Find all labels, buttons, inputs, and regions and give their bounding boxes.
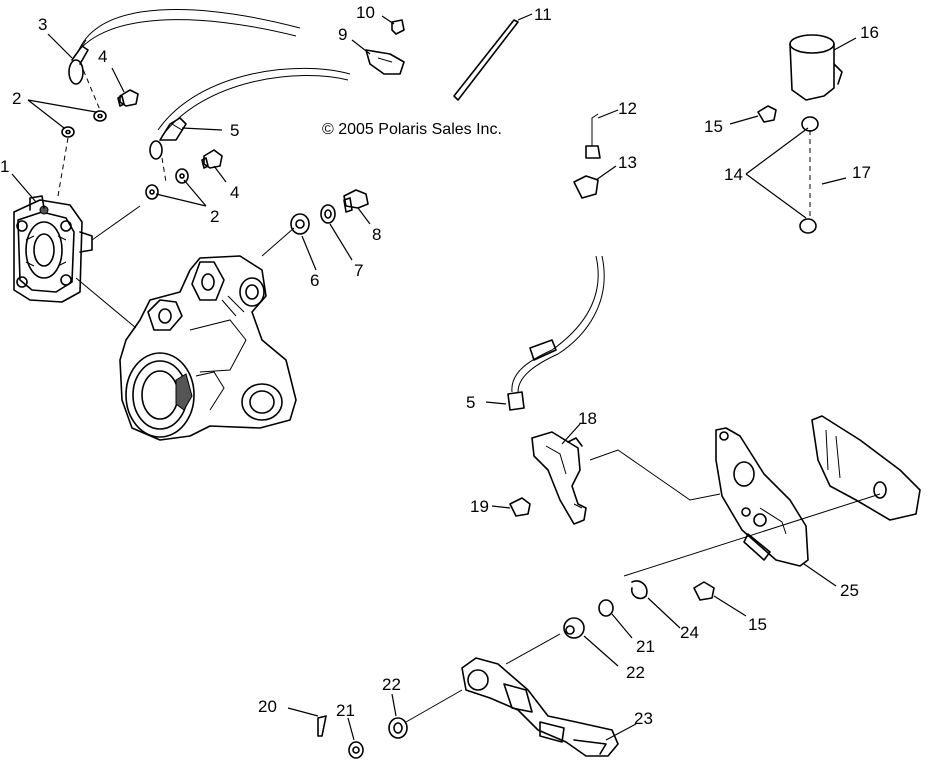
callout-15: 15: [704, 117, 723, 136]
washer-lower-pair: [145, 168, 189, 200]
knuckle-housing: [119, 255, 297, 441]
callout-22: 22: [626, 663, 645, 682]
brake-line-lower: [507, 255, 605, 411]
banjo-fitting: [68, 39, 89, 85]
callout-15: 15: [748, 615, 767, 634]
brake-line-upper: [71, 9, 351, 137]
callout-12: 12: [618, 99, 637, 118]
callout-4: 4: [230, 183, 239, 202]
callout-11: 11: [534, 5, 552, 24]
brake-pedal: [461, 657, 619, 757]
assembly-lines: [57, 61, 881, 723]
callout-23: 23: [634, 709, 653, 728]
leader-lines: [11, 13, 857, 741]
lock-washer: [320, 204, 336, 224]
washer-upper-pair: [61, 110, 107, 138]
callout-1: 1: [0, 157, 9, 176]
callout-25: 25: [840, 581, 859, 600]
banjo-bolt-lower: [201, 149, 223, 169]
pedal-bushing-lower: [388, 717, 408, 739]
callout-20: 20: [258, 697, 277, 716]
pedal-pin: [317, 715, 327, 737]
master-cylinder-bolt: [585, 113, 601, 159]
retaining-clip: [630, 580, 648, 600]
callout-labels: 1 2 3 4 5 2 4 6 7 8 9 10 11 12 13 14 15 …: [0, 3, 879, 728]
reservoir-screw: [757, 105, 777, 123]
callout-5: 5: [466, 393, 475, 412]
callout-4: 4: [98, 47, 107, 66]
cable-tie: [453, 19, 519, 101]
callout-2: 2: [12, 89, 21, 108]
callout-13: 13: [618, 153, 637, 172]
callout-2: 2: [210, 207, 219, 226]
callout-5: 5: [230, 121, 239, 140]
knuckle-bolt: [343, 189, 369, 213]
bracket-screw: [693, 581, 715, 601]
pedal-bushing-upper: [563, 617, 585, 639]
hose-clamps: [799, 116, 819, 234]
callout-10: 10: [356, 3, 375, 22]
callout-9: 9: [338, 25, 347, 44]
pedal-bracket: [715, 427, 809, 567]
callout-22: 22: [382, 675, 401, 694]
callout-7: 7: [354, 261, 363, 280]
switch-bolt: [509, 497, 531, 517]
line-clip: [365, 49, 405, 75]
callout-6: 6: [310, 271, 319, 290]
brake-caliper: [13, 195, 93, 303]
banjo-bolt-upper: [117, 89, 139, 107]
callout-21: 21: [336, 701, 355, 720]
callout-8: 8: [372, 225, 381, 244]
knuckle-washer: [290, 213, 310, 235]
brake-switch: [531, 431, 587, 525]
brake-fluid-reservoir: [789, 34, 843, 101]
banjo-fitting-caliper: [149, 117, 187, 160]
copyright-notice: © 2005 Polaris Sales Inc.: [322, 121, 502, 138]
callout-21: 21: [636, 637, 655, 656]
callout-3: 3: [38, 15, 47, 34]
callout-14: 14: [724, 165, 743, 184]
callout-24: 24: [680, 623, 699, 642]
callout-19: 19: [470, 497, 489, 516]
callout-18: 18: [578, 409, 597, 428]
frame-mount: [811, 415, 921, 521]
pedal-washer-upper: [598, 599, 614, 617]
pedal-washer-lower: [348, 741, 364, 759]
hose-fitting: [573, 175, 599, 199]
callout-17: 17: [852, 163, 871, 182]
clip-screw: [391, 19, 405, 35]
callout-16: 16: [860, 23, 879, 42]
